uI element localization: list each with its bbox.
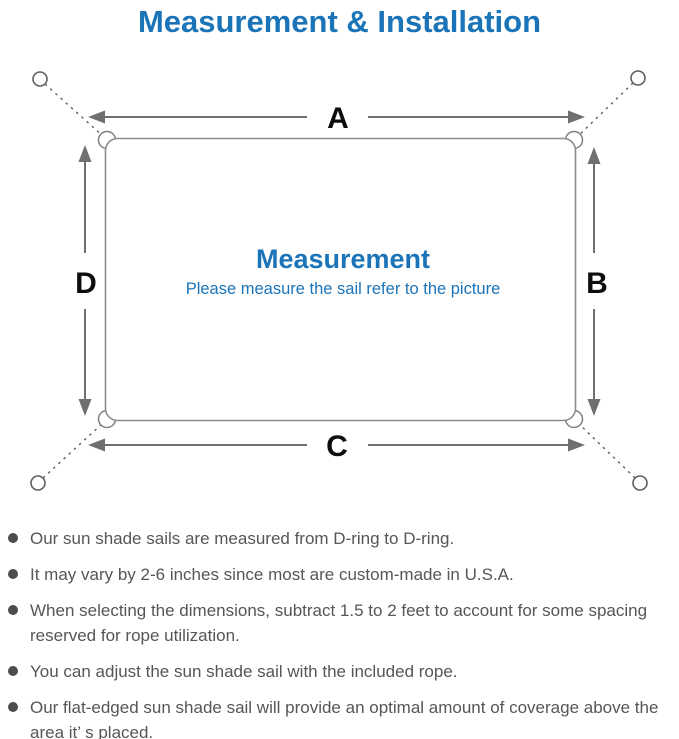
list-item: When selecting the dimensions, subtract … (8, 598, 671, 648)
guy-lines (42, 82, 636, 479)
diagram-caption-title: Measurement (256, 244, 430, 274)
note-text: It may vary by 2-6 inches since most are… (30, 565, 514, 584)
list-item: It may vary by 2-6 inches since most are… (8, 562, 671, 587)
bullet-dot-icon (8, 569, 18, 579)
diagram-caption-subtitle: Please measure the sail refer to the pic… (186, 280, 501, 298)
anchor-ring-icon (630, 70, 646, 86)
notes-list: Our sun shade sails are measured from D-… (0, 510, 679, 739)
dimension-label-b: B (586, 267, 608, 300)
dimension-label-d: D (75, 267, 97, 300)
bullet-dot-icon (8, 702, 18, 712)
arrowhead-left-icon (88, 438, 105, 452)
guy-line-bottom-left (42, 421, 105, 479)
anchor-ring-icon (32, 71, 48, 87)
arrowhead-right-icon (568, 438, 585, 452)
dimension-arrowheads-b (587, 147, 601, 416)
anchor-ring-icon (632, 475, 648, 491)
arrowhead-up-icon (78, 145, 92, 162)
note-text: Our sun shade sails are measured from D-… (30, 529, 455, 548)
guy-line-bottom-right (576, 421, 636, 479)
list-item: Our flat-edged sun shade sail will provi… (8, 695, 671, 739)
shade-sail-outline (104, 137, 577, 422)
list-item: You can adjust the sun shade sail with t… (8, 659, 671, 684)
note-text: Our flat-edged sun shade sail will provi… (30, 698, 659, 739)
dimension-arrowheads-c (88, 438, 585, 452)
bullet-dot-icon (8, 605, 18, 615)
measurement-diagram: A B C D Measurement Please measure the s… (30, 70, 648, 491)
note-text: You can adjust the sun shade sail with t… (30, 662, 458, 681)
guy-line-top-right (576, 82, 634, 138)
bullet-dot-icon (8, 666, 18, 676)
arrowhead-down-icon (78, 399, 92, 416)
note-text: When selecting the dimensions, subtract … (30, 601, 648, 645)
dimension-arrowheads-a (88, 110, 585, 124)
dimension-label-a: A (327, 102, 349, 135)
dimension-arrowheads-d (78, 145, 92, 416)
arrowhead-up-icon (587, 147, 601, 164)
anchor-rings (30, 70, 648, 491)
anchor-ring-icon (30, 475, 46, 491)
page-title: Measurement & Installation (137, 4, 542, 39)
list-item: Our sun shade sails are measured from D-… (8, 526, 671, 551)
bullet-dot-icon (8, 533, 18, 543)
guy-line-top-left (44, 83, 105, 138)
arrowhead-left-icon (88, 110, 105, 124)
arrowhead-down-icon (587, 399, 601, 416)
arrowhead-right-icon (568, 110, 585, 124)
dimension-label-c: C (326, 430, 348, 463)
